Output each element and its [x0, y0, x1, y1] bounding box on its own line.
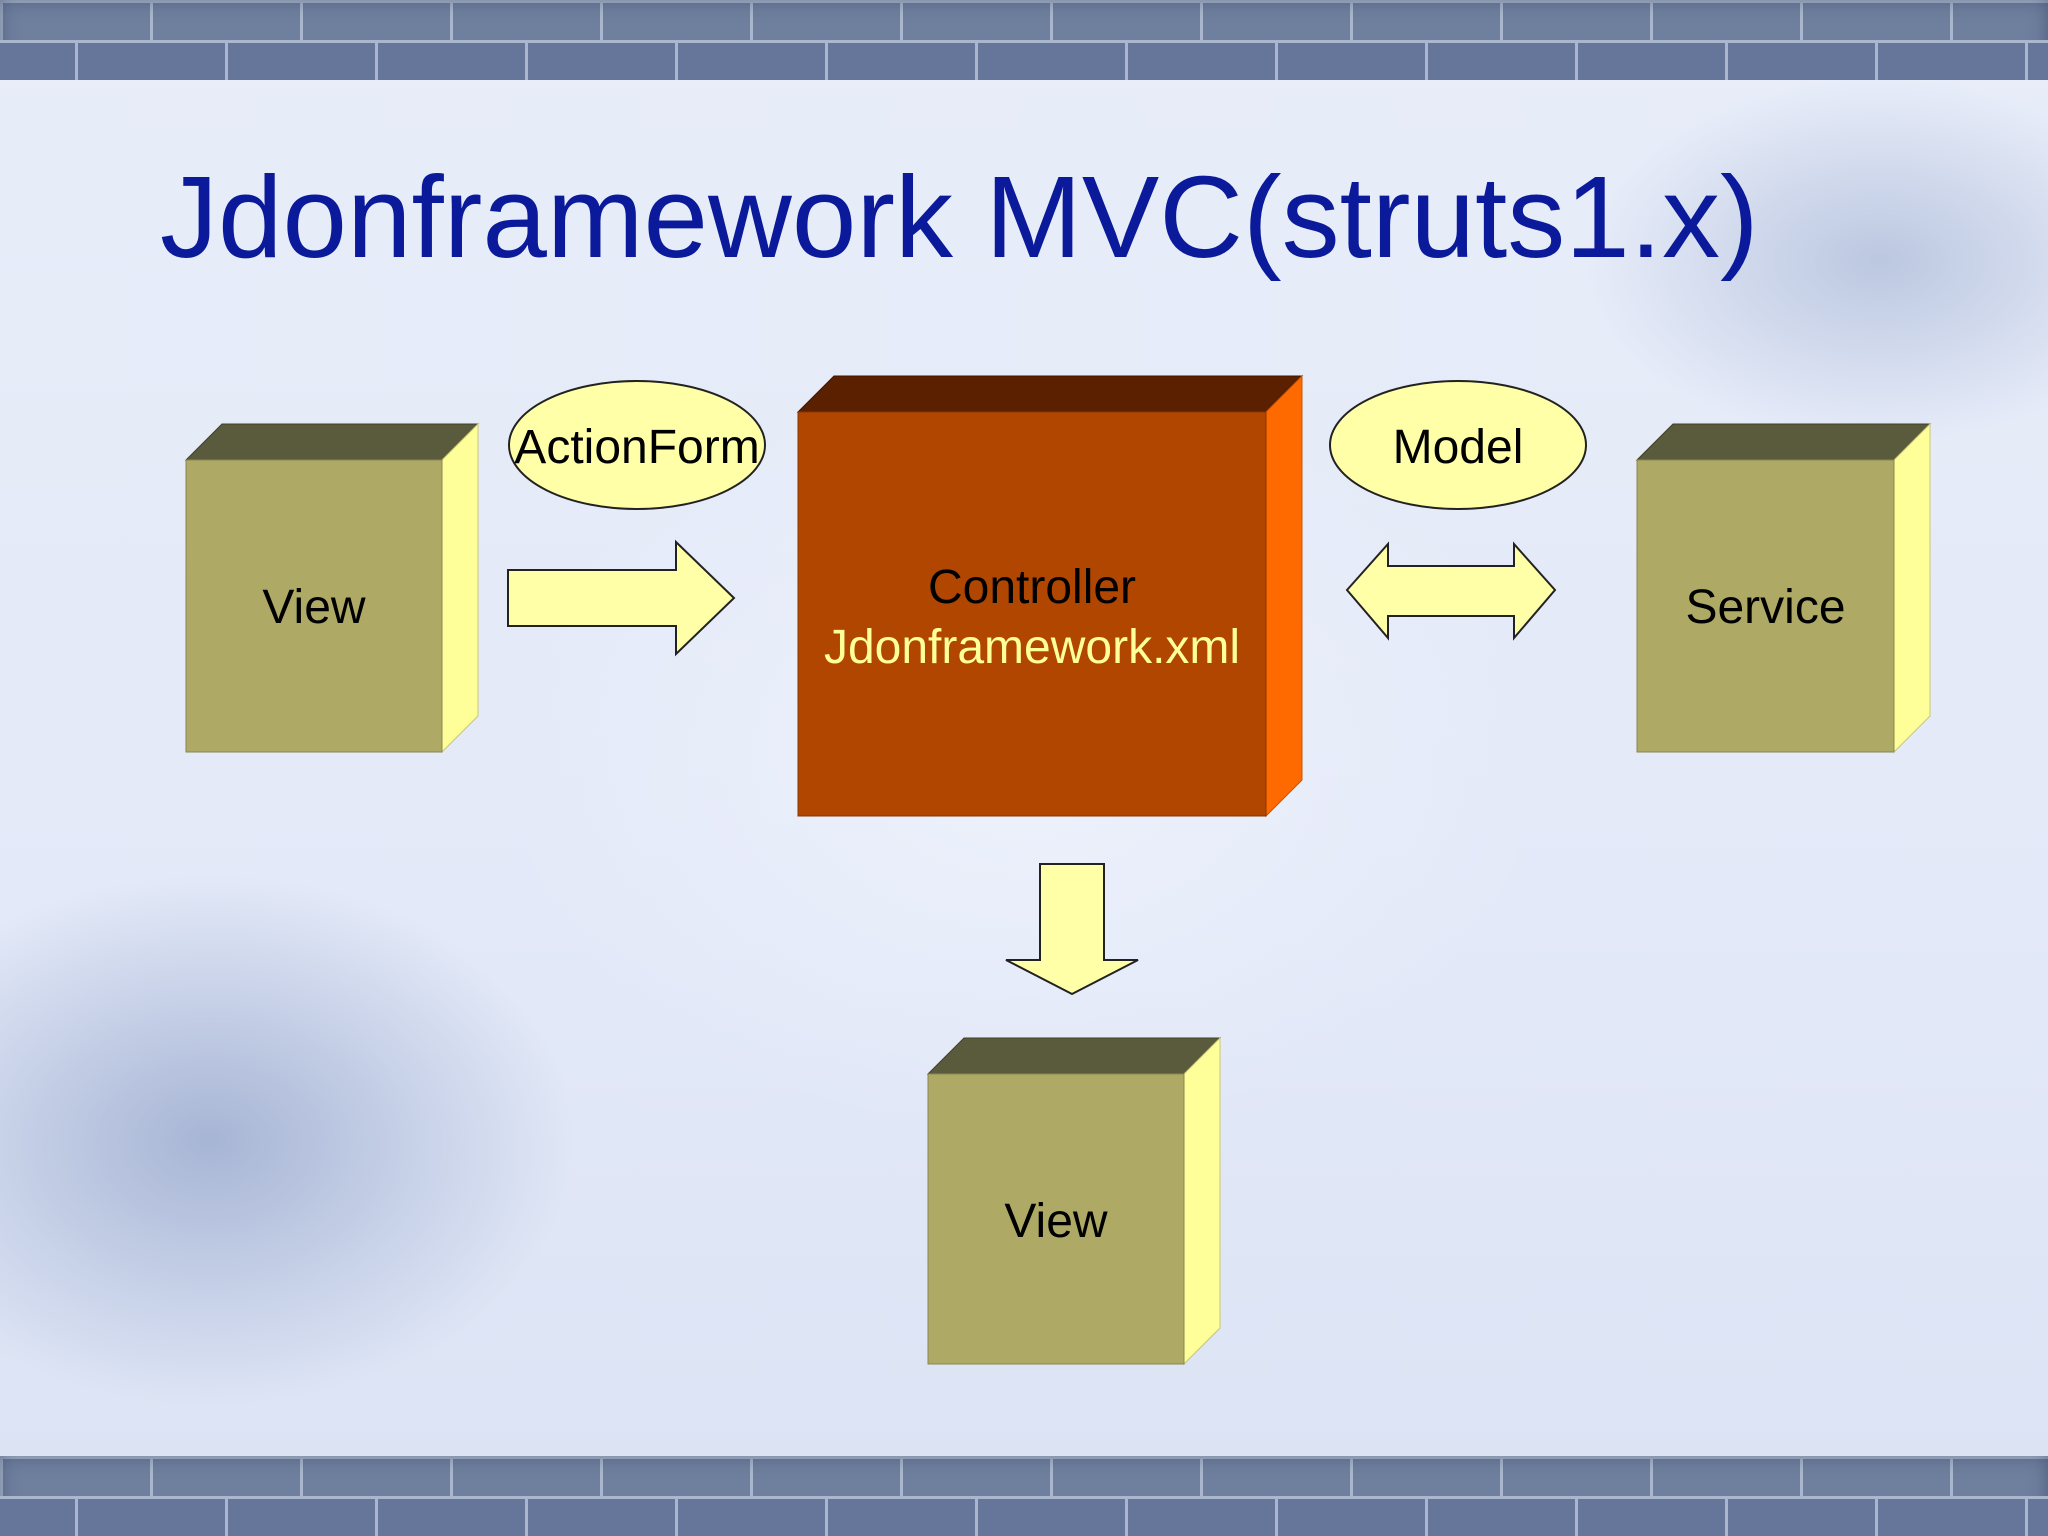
view-box-left [184, 422, 480, 754]
arrow-controller-to-view [1005, 863, 1139, 996]
arrow-view-to-controller [507, 539, 736, 657]
model-ellipse [1329, 380, 1587, 510]
arrow-controller-service [1345, 541, 1557, 641]
controller-label: Controller [927, 561, 1137, 614]
actionform-ellipse [508, 380, 766, 510]
view-box-bottom [926, 1036, 1222, 1366]
actionform-label: ActionForm [514, 421, 760, 474]
brick-border-bottom [0, 1456, 2048, 1536]
controller-sublabel: Jdonframework.xml [823, 621, 1241, 674]
service-label: Service [1685, 581, 1846, 634]
model-label: Model [1392, 421, 1524, 474]
brick-border-top [0, 0, 2048, 80]
view-bottom-label: View [1004, 1195, 1108, 1248]
slide-title: Jdonframework MVC(struts1.x) [160, 152, 1759, 282]
controller-box [796, 374, 1304, 818]
view-left-label: View [262, 581, 366, 634]
service-box [1635, 422, 1932, 754]
